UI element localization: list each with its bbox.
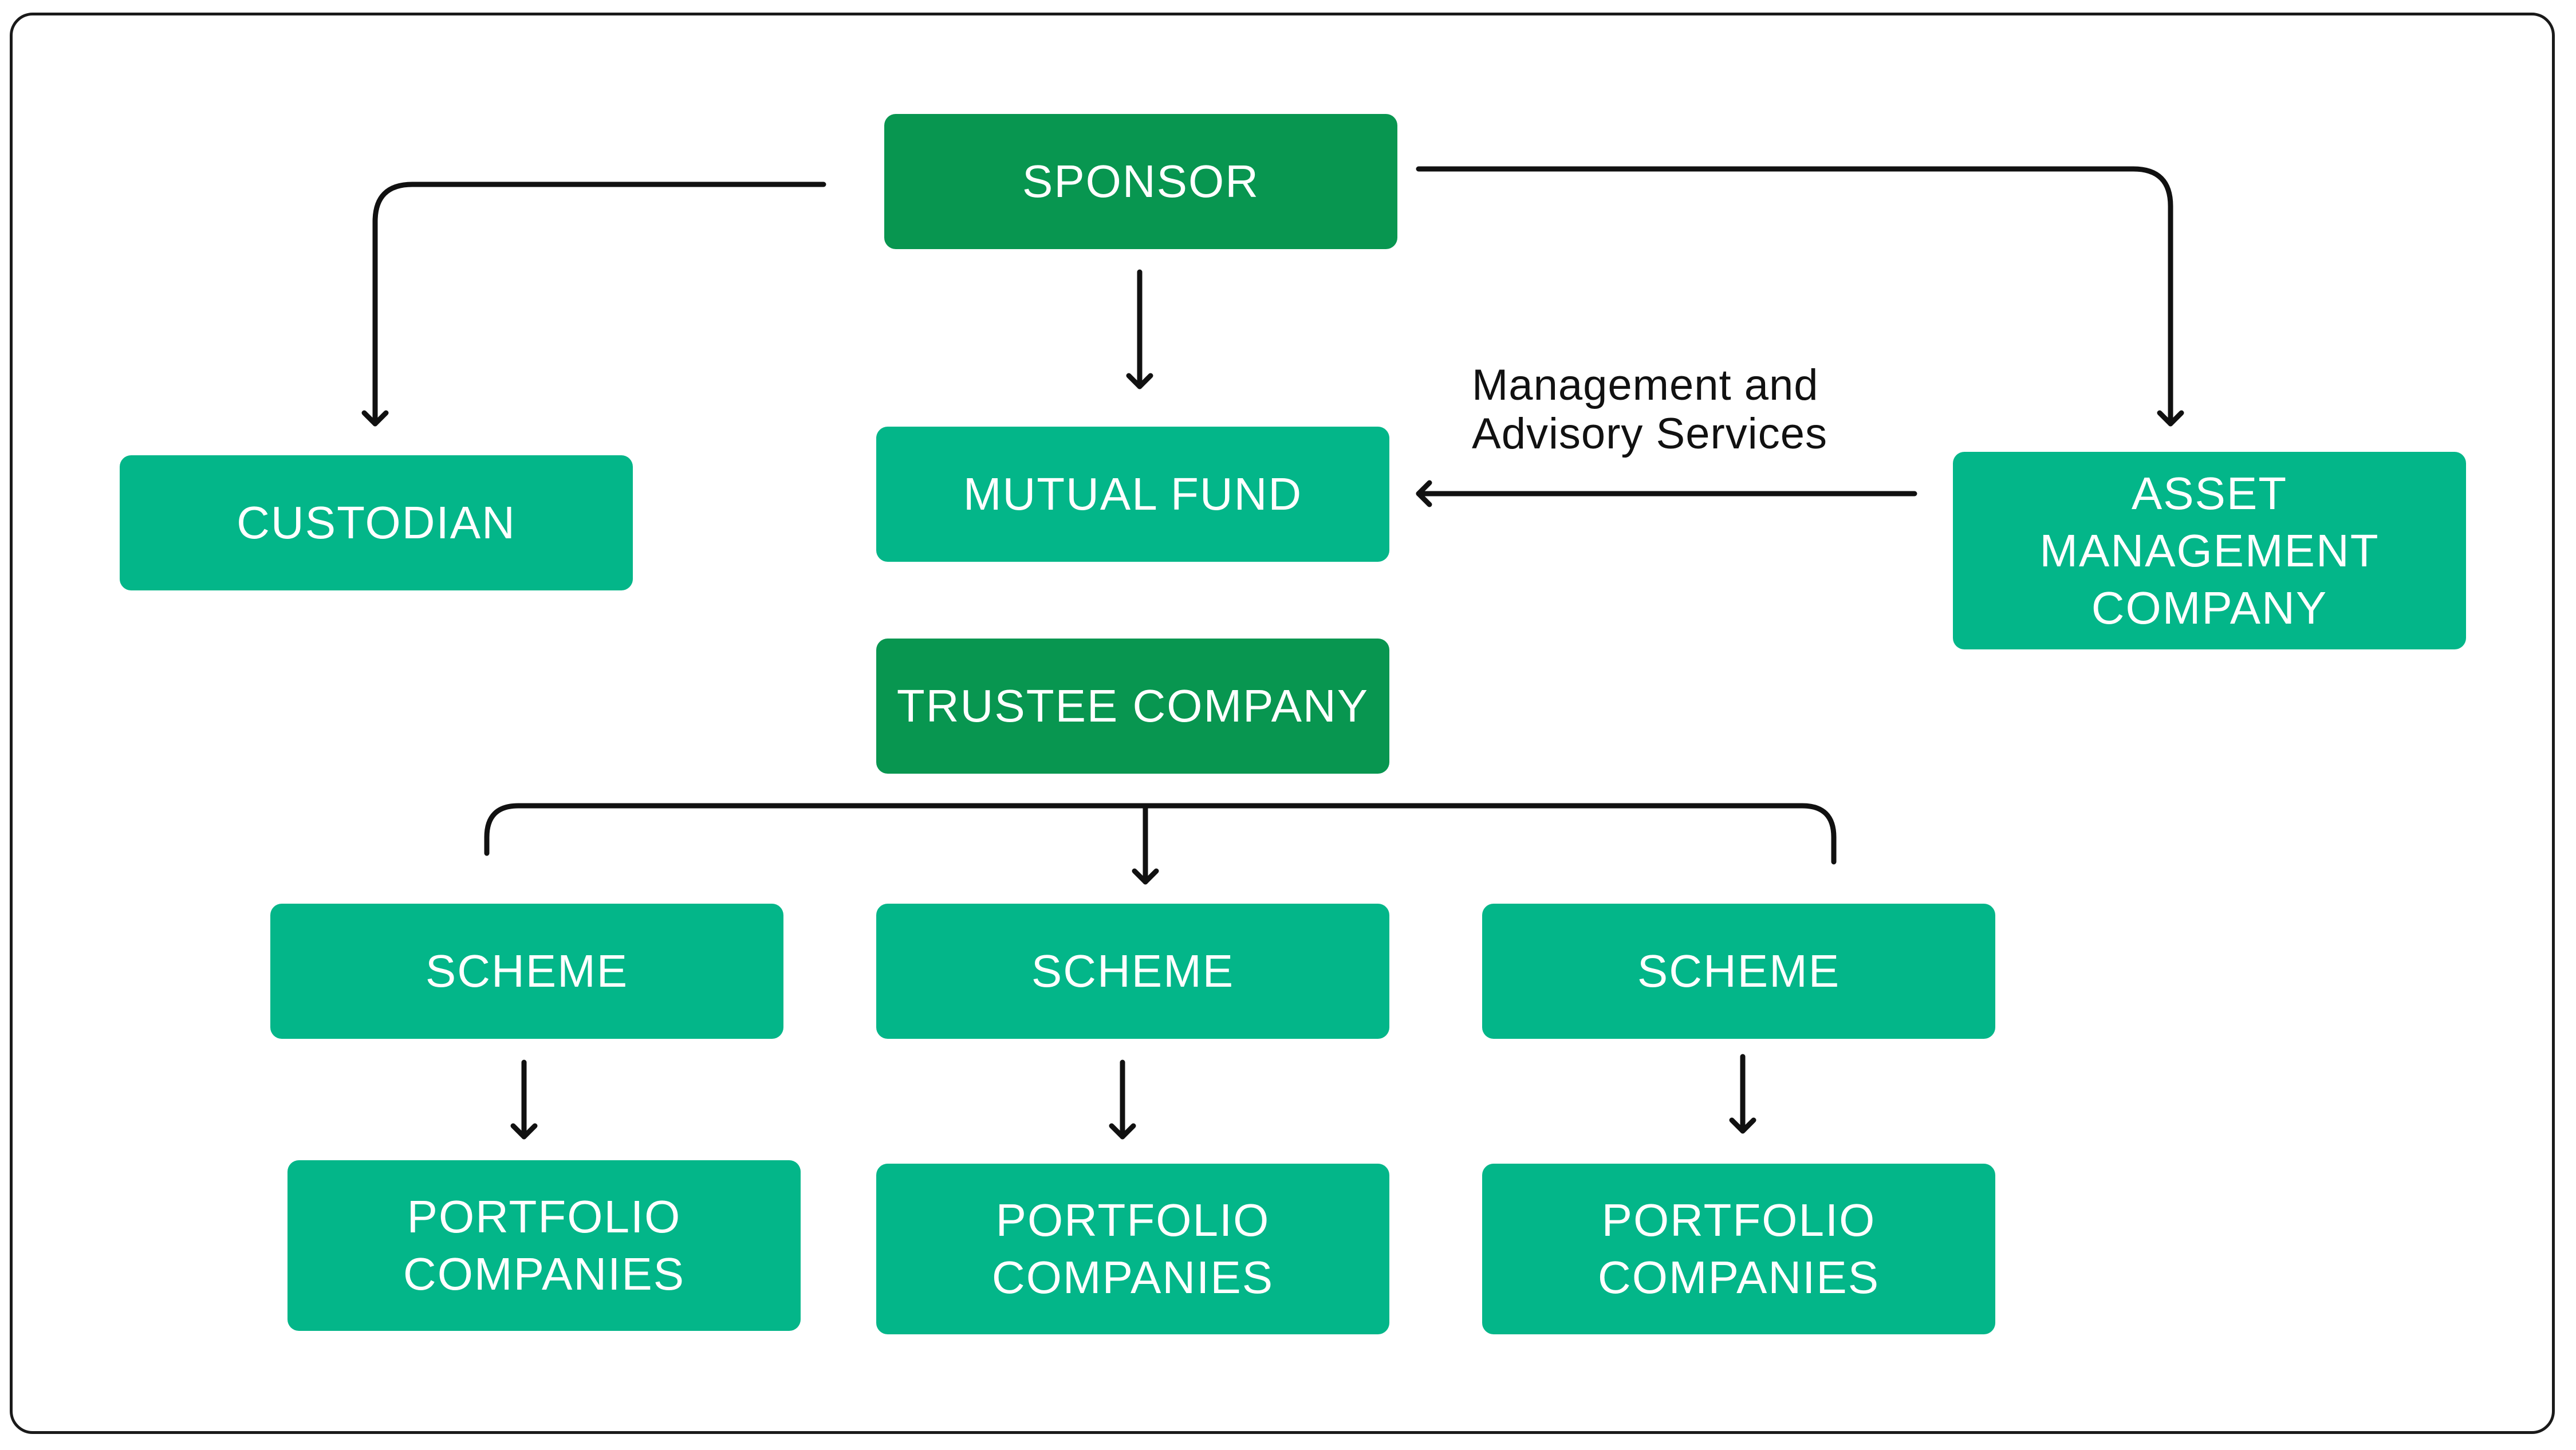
custodian-node: CUSTODIAN [120,455,633,590]
scheme-node-2: SCHEME [876,904,1389,1039]
trustee-company-node: TRUSTEE COMPANY [876,639,1389,774]
mutual-fund-node: MUTUAL FUND [876,427,1389,562]
portfolio-companies-node-1: PORTFOLIO COMPANIES [287,1160,801,1331]
asset-management-company-node: ASSET MANAGEMENT COMPANY [1953,452,2466,649]
trustee-to-schemes-bracket [484,803,1837,865]
sponsor-to-amc-arrow [1416,166,2184,427]
sponsor-to-custodian-arrow [361,182,826,427]
scheme-node-3: SCHEME [1482,904,1995,1039]
portfolio-companies-node-3: PORTFOLIO COMPANIES [1482,1164,1995,1334]
portfolio-companies-node-2: PORTFOLIO COMPANIES [876,1164,1389,1334]
management-advisory-services-label: Management and Advisory Services [1472,361,1827,459]
sponsor-node: SPONSOR [884,114,1397,249]
scheme-node-1: SCHEME [270,904,783,1039]
